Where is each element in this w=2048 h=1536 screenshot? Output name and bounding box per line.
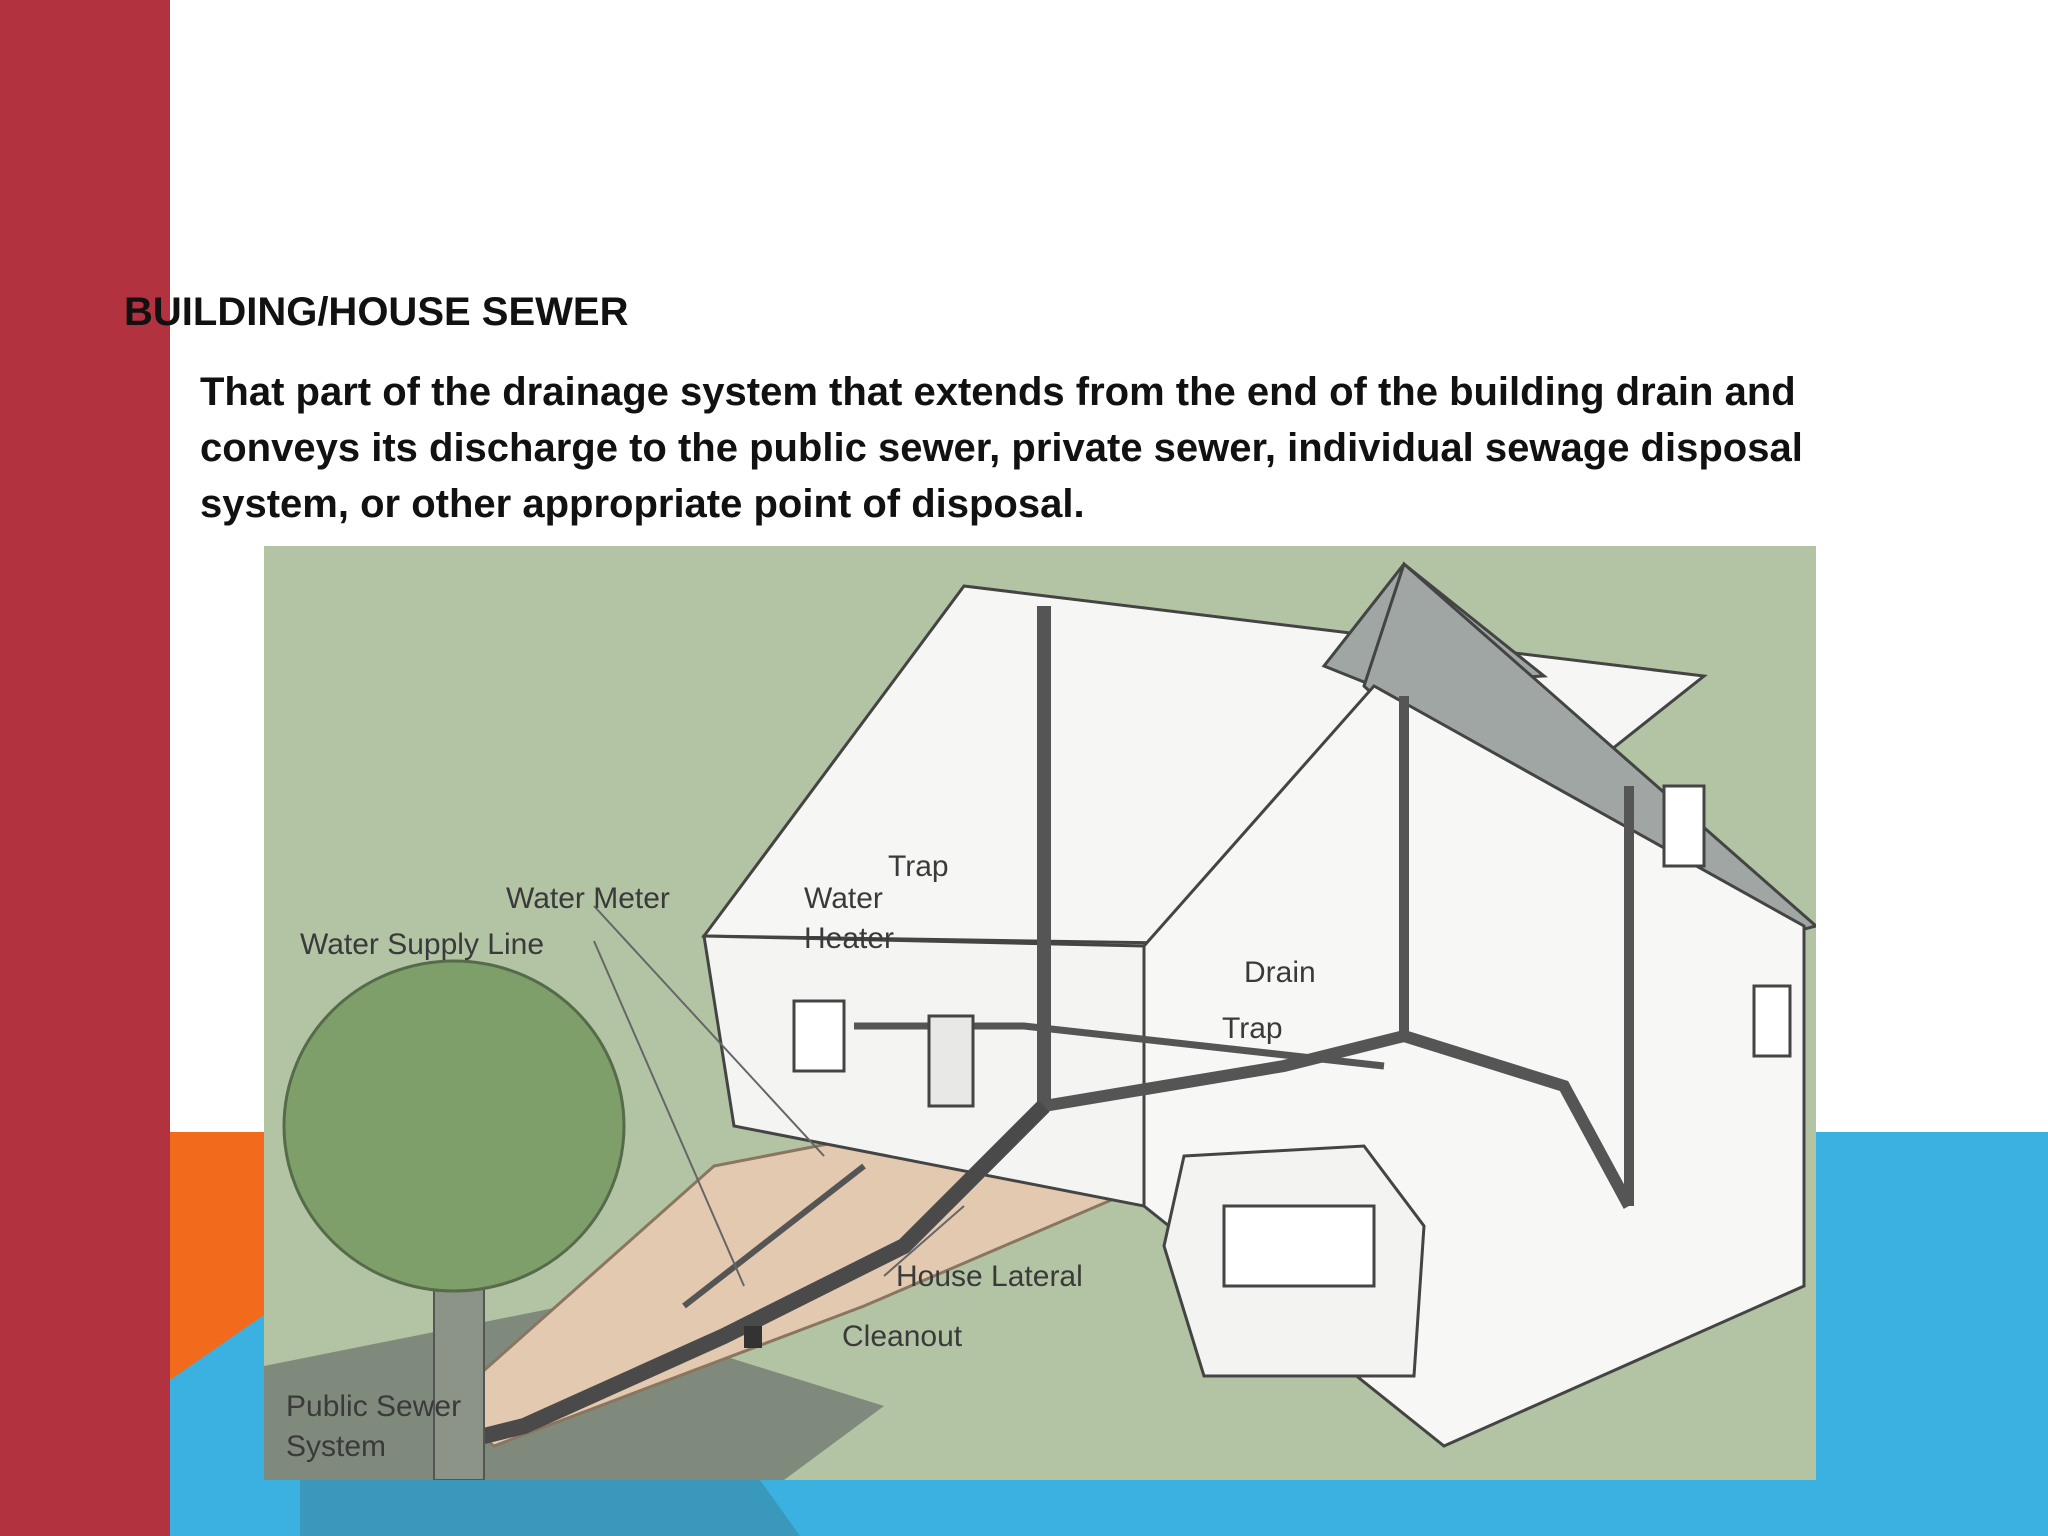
building-drain	[1043, 1029, 1635, 1209]
house-lateral-pipe	[442, 1100, 1050, 1454]
window-right-lower	[1752, 984, 1792, 1058]
label-water-supply-line: Water Supply Line	[300, 928, 544, 961]
house-plumbing-diagram: Trap Water Meter Water Heater Water Supp…	[264, 546, 1816, 1480]
slide-title: BUILDING/HOUSE SEWER	[124, 290, 629, 334]
left-red-band	[0, 0, 170, 1536]
label-drain: Drain	[1244, 956, 1316, 989]
label-house-lateral: House Lateral	[896, 1260, 1083, 1293]
label-public-sewer-line2: System	[286, 1430, 386, 1463]
leader-water-supply	[593, 940, 745, 1287]
leader-water-meter	[593, 905, 825, 1157]
tree-canopy	[282, 959, 626, 1293]
label-trap-lower: Trap	[1222, 1012, 1283, 1045]
water-supply-pipe	[854, 1022, 1385, 1070]
label-public-sewer-line1: Public Sewer	[286, 1390, 461, 1423]
cleanout-fitting	[744, 1326, 762, 1348]
blue-dark-shape-bottom	[300, 1480, 800, 1536]
definition-text: That part of the drainage system that ex…	[200, 370, 1803, 526]
label-cleanout: Cleanout	[842, 1320, 963, 1353]
label-water-meter: Water Meter	[506, 882, 670, 915]
label-water-heater-line1: Water	[804, 882, 883, 915]
label-trap-upper: Trap	[888, 850, 949, 883]
leader-house-lateral	[883, 1205, 965, 1277]
blue-accent-shape-right	[1816, 1132, 2048, 1536]
blue-accent-shape-bottom	[680, 1480, 2048, 1536]
window-garage	[1222, 1204, 1376, 1288]
label-water-heater-line2: Heater	[804, 922, 894, 955]
water-supply-underground	[682, 1163, 866, 1309]
window-left	[792, 999, 846, 1073]
window-right-upper	[1662, 784, 1706, 868]
water-heater	[927, 1014, 975, 1108]
